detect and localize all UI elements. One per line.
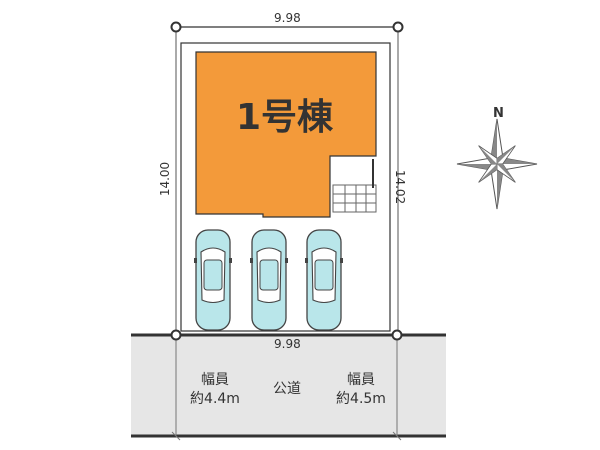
building-name: 1号棟 [236,97,334,138]
parking-cars [194,229,343,331]
car-icon [194,229,232,331]
corner-marker-tl [170,21,182,33]
road-left-width-value: 約4.4m [190,391,240,407]
road-right-width: 幅員 約4.5m [326,371,396,409]
building-footprint [195,51,377,218]
road-right-width-value: 約4.5m [336,391,386,407]
road-type-label: 公道 [273,381,301,397]
car-icon [305,229,343,331]
entrance-steps [332,184,377,213]
road-area [131,335,446,436]
compass-north-label: N [493,106,504,121]
top-width-label: 9.98 [274,11,301,25]
corner-marker-bl [170,329,182,341]
road-width-tick-right [392,431,402,441]
road-left-width: 幅員 約4.4m [180,371,250,409]
compass-icon [456,118,538,210]
corner-marker-br [391,329,403,341]
left-depth-label: 14.00 [158,161,173,197]
road-width-tick-left [171,431,181,441]
right-depth-label: 14.02 [393,169,408,205]
bottom-width-label: 9.98 [274,337,301,351]
road-right-width-label: 幅員 [347,372,375,388]
car-icon [250,229,288,331]
road-left-width-label: 幅員 [201,372,229,388]
corner-marker-tr [392,21,404,33]
plot-boundary [180,42,391,332]
